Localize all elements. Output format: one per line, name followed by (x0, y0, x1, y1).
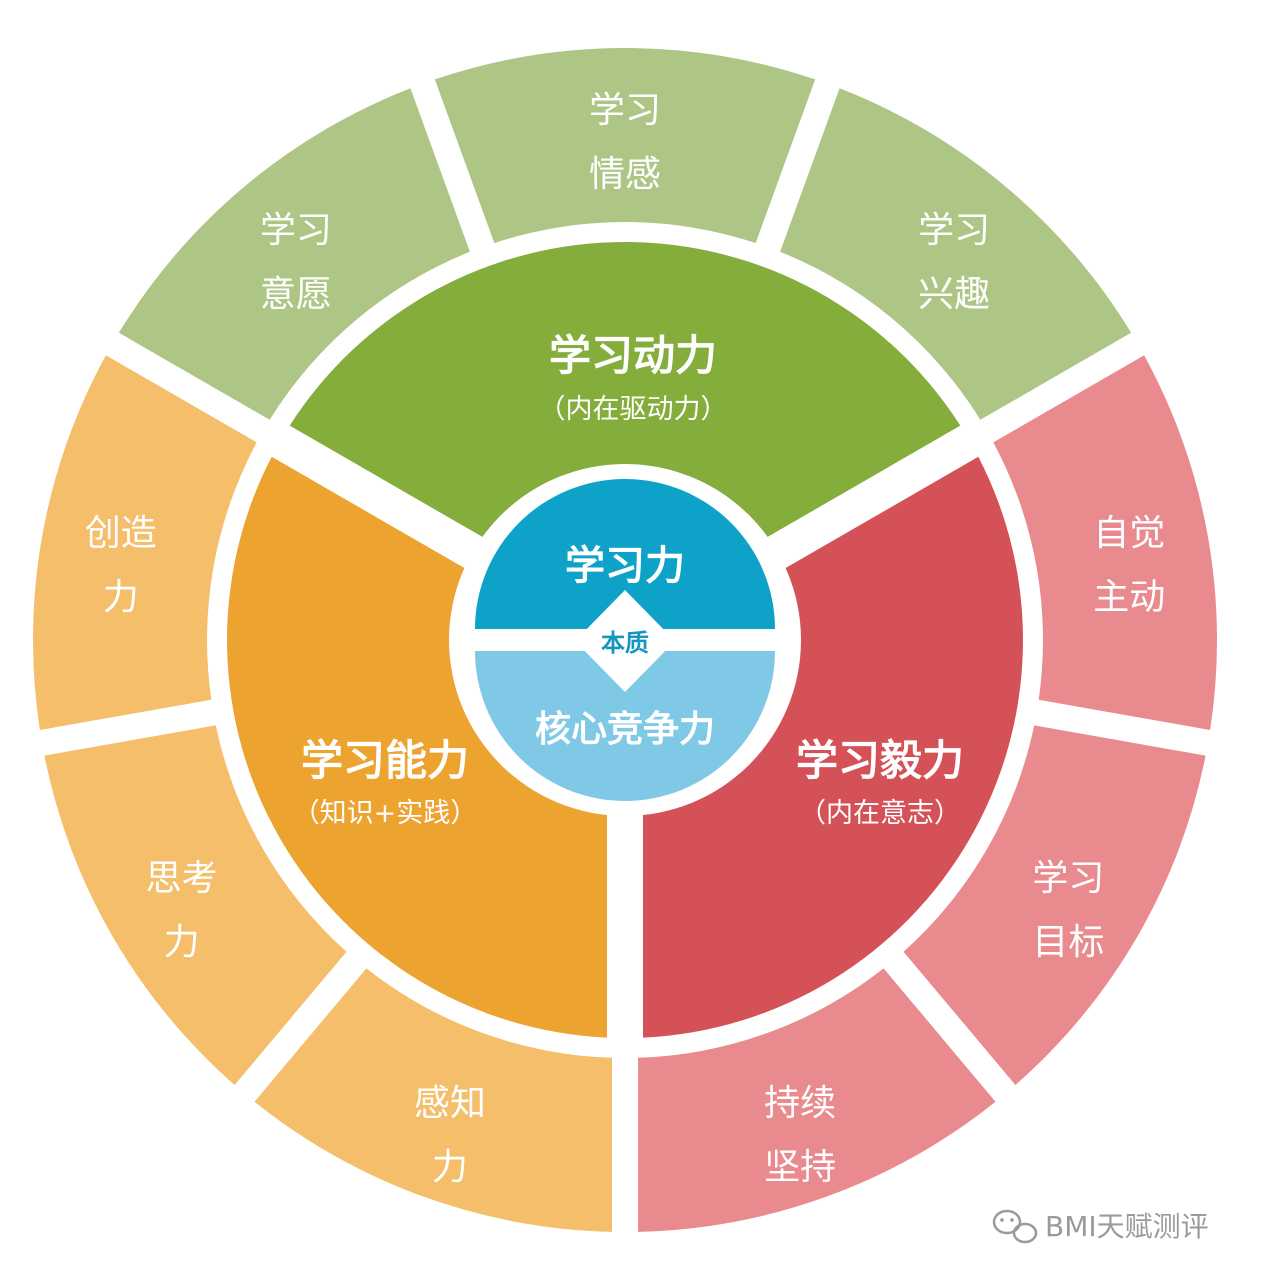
outer-segment-label-line1: 学习 (1032, 858, 1104, 899)
middle-segment-subtitle: （知识+实践） (293, 798, 478, 829)
outer-segment-shape (33, 355, 257, 730)
outer-segment-label-line1: 感知 (414, 1083, 486, 1124)
outer-segment-creativity: 创造 力 (33, 355, 257, 730)
outer-segment-label-line2: 意愿 (260, 274, 332, 315)
outer-segment-perception: 感知 力 (254, 968, 612, 1232)
outer-segment-label-line2: 兴趣 (918, 274, 990, 315)
outer-segment-label-line2: 力 (432, 1147, 468, 1188)
outer-segment-shape (118, 88, 470, 420)
outer-segment-shape (44, 725, 347, 1085)
outer-segment-label-line2: 目标 (1032, 922, 1104, 963)
middle-ring: 学习动力 （内在驱动力） 学习毅力 （内在意志） 学习能力 （知识+实践） (227, 242, 1023, 1038)
core-title: 学习力 (565, 543, 685, 589)
outer-segment-shape (903, 725, 1206, 1085)
middle-segment-title: 学习毅力 (796, 736, 964, 785)
outer-segment-label-line2: 主动 (1093, 577, 1165, 618)
core-bottom-half (475, 651, 775, 801)
outer-segment-shape (254, 968, 612, 1232)
watermark: BMI天赋测评 (992, 1209, 1209, 1244)
middle-segment-shape (289, 242, 961, 540)
outer-segment-learning-goal: 学习 目标 (903, 725, 1206, 1085)
middle-segment-subtitle: （内在驱动力） (539, 394, 728, 425)
middle-segment-learning-ability: 学习能力 （知识+实践） (227, 456, 607, 1038)
outer-segment-persistence: 持续 坚持 (638, 968, 996, 1232)
outer-segment-label-line2: 坚持 (764, 1147, 836, 1188)
outer-segment-label-line1: 学习 (260, 210, 332, 251)
watermark-text: BMI天赋测评 (1045, 1210, 1209, 1243)
core-subtitle: 核心竞争力 (535, 709, 715, 750)
middle-segment-subtitle: （内在意志） (799, 798, 961, 829)
core-circle: 学习力 本质 核心竞争力 (449, 464, 801, 816)
outer-segment-learning-willingness: 学习 意愿 (118, 88, 470, 420)
outer-segment-label-line1: 学习 (918, 210, 990, 251)
middle-segment-learning-perseverance: 学习毅力 （内在意志） (643, 456, 1023, 1038)
outer-segment-learning-interest: 学习 兴趣 (780, 88, 1132, 420)
outer-segment-label-line2: 情感 (589, 154, 661, 195)
outer-segment-label-line1: 思考 (146, 858, 218, 899)
outer-ring: 学习 情感 学习 兴趣 自觉 主动 学习 目标 持续 坚持 感知 力 (33, 48, 1217, 1232)
middle-segment-title: 学习能力 (301, 736, 469, 785)
outer-segment-label-line1: 自觉 (1093, 513, 1165, 554)
outer-segment-label-line1: 持续 (764, 1083, 836, 1124)
wechat-icon (992, 1209, 1038, 1244)
outer-segment-shape (993, 355, 1217, 730)
core-top-half (475, 479, 775, 629)
middle-segment-learning-motivation: 学习动力 （内在驱动力） (289, 242, 961, 540)
outer-segment-label-line1: 学习 (589, 90, 661, 131)
outer-segment-self-initiative: 自觉 主动 (993, 355, 1217, 730)
outer-segment-learning-emotion: 学习 情感 (434, 48, 816, 244)
outer-segment-label-line2: 力 (164, 922, 200, 963)
outer-segment-shape (434, 48, 816, 244)
outer-segment-shape (780, 88, 1132, 420)
middle-segment-shape (643, 456, 1023, 1038)
core-badge-diamond (575, 590, 675, 692)
outer-segment-thinking: 思考 力 (44, 725, 347, 1085)
middle-segment-title: 学习动力 (549, 331, 717, 380)
outer-segment-label-line1: 创造 (85, 513, 157, 554)
middle-segment-shape (227, 456, 607, 1038)
outer-segment-shape (638, 968, 996, 1232)
core-badge-label: 本质 (601, 629, 649, 657)
outer-segment-label-line2: 力 (103, 577, 139, 618)
